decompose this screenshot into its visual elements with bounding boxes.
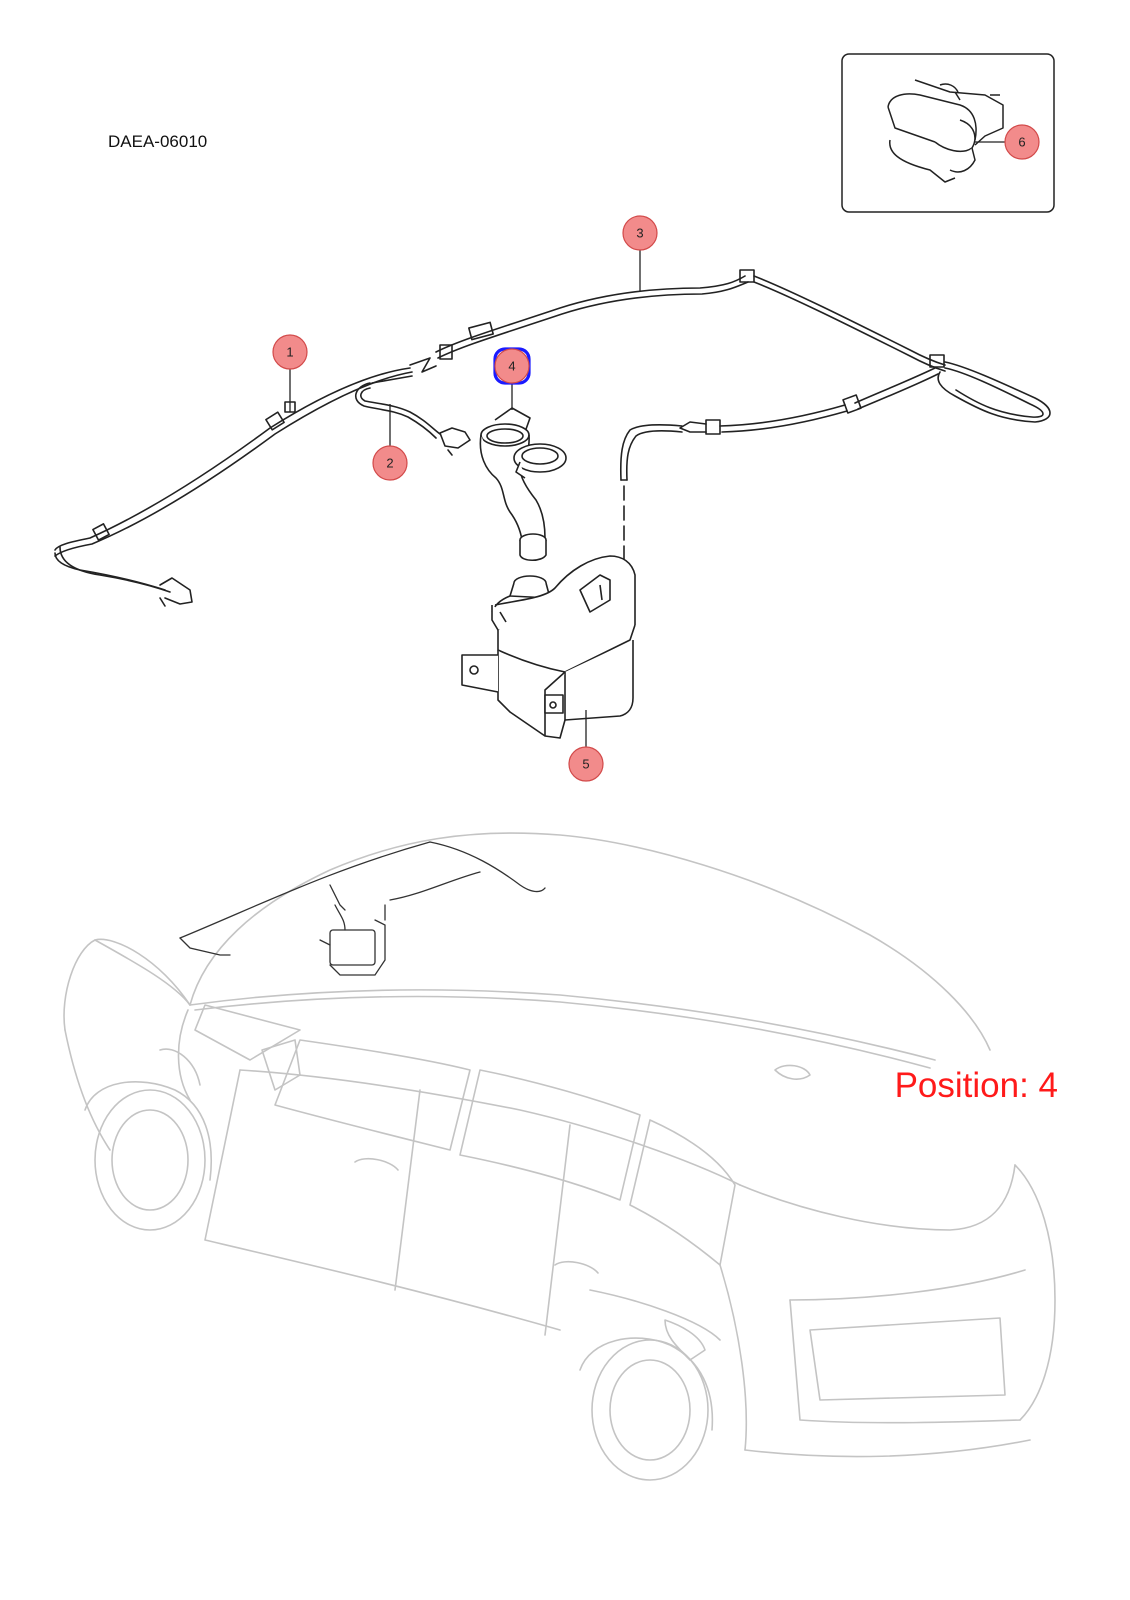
filler-neck-drawing xyxy=(479,407,567,562)
leader-lines xyxy=(289,141,1006,748)
callout-3-label: 3 xyxy=(636,226,643,241)
callout-5-bubble xyxy=(568,746,604,782)
callout-5[interactable]: 5 xyxy=(568,746,604,782)
callout-2-bubble xyxy=(372,445,408,481)
vehicle-outline xyxy=(63,832,1056,1481)
callout-5-label: 5 xyxy=(582,757,589,772)
callout-3-bubble xyxy=(622,215,658,251)
callout-1-label: 1 xyxy=(286,345,293,360)
callout-6-bubble xyxy=(1004,124,1040,160)
callout-4-bubble xyxy=(494,348,530,384)
diagram-code: DAEA-06010 xyxy=(108,132,208,151)
callout-6[interactable]: 6 xyxy=(1004,124,1040,160)
position-label: Position: 4 xyxy=(894,1066,1058,1105)
callout-1[interactable]: 1 xyxy=(272,334,308,370)
callout-4[interactable]: 4 xyxy=(493,347,531,385)
clip-part-drawing xyxy=(887,79,1004,183)
washer-reservoir-drawing xyxy=(461,555,636,739)
vehicle-washer-system xyxy=(179,841,546,976)
callout-2[interactable]: 2 xyxy=(372,445,408,481)
washer-hose-assembly xyxy=(54,269,1051,607)
callout-1-bubble xyxy=(272,334,308,370)
callout-4-label: 4 xyxy=(508,359,515,374)
callout-3[interactable]: 3 xyxy=(622,215,658,251)
callout-2-label: 2 xyxy=(386,456,393,471)
callout-6-label: 6 xyxy=(1018,135,1025,150)
